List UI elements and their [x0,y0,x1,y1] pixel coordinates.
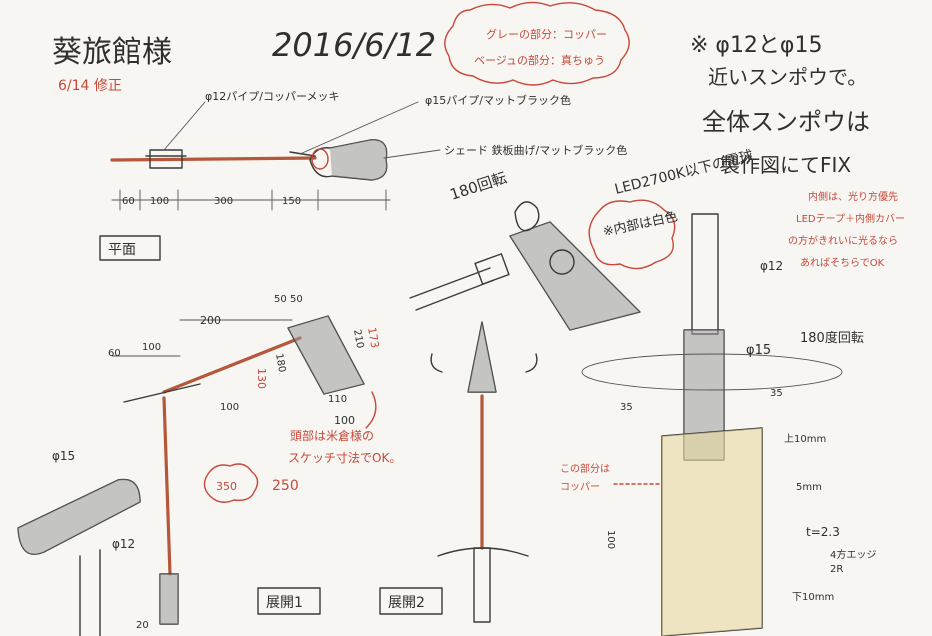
elevation-view: 200 60 100 50 50 173 210 180 130 110 100… [108,294,401,631]
rotation-arc [581,353,843,391]
elev-dim-173: 173 [365,326,381,349]
elev-dim-20: 20 [136,620,149,631]
color-note-line2: ベージュの部分：真ちゅう [474,53,605,67]
plan-base-block [149,149,183,169]
plan-label-pipe15: φ15パイプ/マットブラック色 [425,93,571,107]
elev-dim-100c: 100 [220,402,239,413]
elev2-label-box [379,587,443,615]
front-view [430,321,538,623]
elev-note-line2: スケッチ寸法でOK。 [288,451,401,465]
elev-dim-110: 110 [328,394,347,405]
head-inner-label: ※内部は白色 [602,208,680,239]
front-base [473,547,491,623]
color-note-cloud [444,1,630,86]
led-bulb-icon [549,249,575,275]
elev-dim-180: 180 [273,353,287,374]
pipe-d12 [691,213,719,335]
client-name: 葵旅館様 [52,35,172,70]
spec-note-line3: 全体スンポウは [702,108,870,136]
elev-note-line1: 頭部は米倉様の [290,428,374,443]
elev2-label: 展開2 [388,595,425,611]
bracket-thickness: t=2.3 [806,525,840,539]
spec-note-line2: 近いスンポウで。 [708,65,867,89]
head-note-line4: あればそちらでOK [800,257,885,269]
spec-note-line4: 製作図にてFIX [720,153,851,177]
elev-dim-200: 200 [200,314,221,327]
bracket-brass-note2: コッパー [560,481,600,493]
elev-dim-60: 60 [108,348,121,359]
bracket-dim35b: 35 [770,388,783,399]
head-detail: 180回転 LED2700K以下の電球 ※内部は白色 内側は、光り方優先 LED… [409,148,905,331]
bracket-dim35a: 35 [620,402,633,413]
bracket-mid-label: 5mm [796,482,822,493]
color-note-line1: グレーの部分：コッパー [486,27,607,41]
plan-view-label-box [99,235,161,261]
bracket-r: 2R [830,564,843,575]
head-note-line3: の方がきれいに光るなら [788,234,898,247]
spec-note-line1: ※ φ12とφ15 [690,33,822,58]
elev-cloud-value: 350 [216,480,237,493]
joint-d15-label: φ15 [52,449,75,463]
plan-label-pipe12: φ12パイプ/コッパーメッキ [205,90,340,103]
sketch-date: 2016/6/12 [272,26,436,64]
joint-detail: φ15 φ12 [17,449,141,636]
bracket-d15-label: φ15 [746,343,771,358]
plan-view: φ12パイプ/コッパーメッキ φ15パイプ/マットブラック色 シェード 鉄板曲げ… [99,90,627,261]
joint-d12-label: φ12 [112,537,135,551]
elev-dim-130: 130 [255,368,268,389]
plan-dim-3: 150 [282,196,301,207]
elev-dim-100b: 100 [334,414,355,427]
plan-view-label: 平面 [108,242,136,258]
bracket-bottom: 下10mm [792,592,834,603]
elev-dim-210: 210 [351,329,365,350]
bracket-top-label: 上10mm [784,433,826,445]
revision-note: 6/14 修正 [58,78,122,94]
plan-dim-2: 300 [214,196,233,207]
bracket-height: 100 [605,530,616,549]
head-note-line2: LEDテープ＋内側カバー [796,212,905,225]
bracket-brass-note: この部分は [560,462,610,475]
bracket-detail: φ12 φ15 180度回転 35 35 上10mm 5mm t=2.3 4方エ… [560,213,876,636]
elev1-label-box [257,587,321,615]
elev-value-cloud [203,463,259,503]
bracket-rotate-label: 180度回転 [800,330,864,346]
inner-note-cloud [588,199,676,270]
plan-dim-1: 100 [150,196,169,207]
bracket-d12-label: φ12 [760,259,783,273]
elev-dim-250: 250 [272,478,299,494]
bracket-edge: 4方エッジ [830,548,876,561]
elev-dim-100: 100 [142,342,161,353]
plan-dim-0: 60 [122,196,135,207]
plan-label-shade: シェード 鉄板曲げ/マットブラック色 [444,143,627,157]
head-rotate-label: 180回転 [448,169,509,204]
head-note-line1: 内側は、光り方優先 [808,190,898,203]
elev-dim-50b: 50 [290,294,303,305]
elev1-label: 展開1 [266,595,303,611]
elev-dim-50a: 50 [274,294,287,305]
